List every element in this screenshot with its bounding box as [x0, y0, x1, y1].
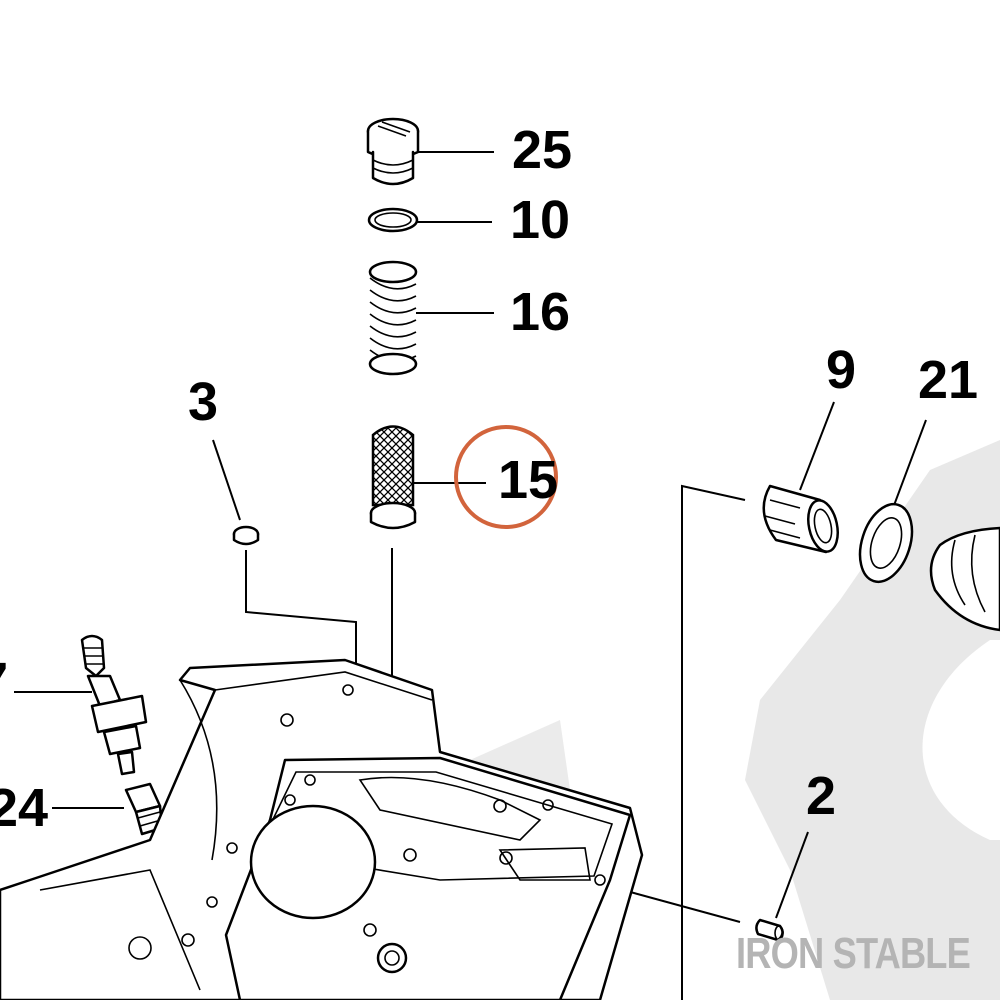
callout-21: 21 — [918, 350, 978, 410]
callout-24: 24 — [0, 778, 48, 838]
callout-2: 2 — [806, 766, 836, 826]
leader-3 — [212, 439, 241, 521]
part-21-washer — [858, 502, 914, 584]
brand-logo-text: IRON STABLE — [736, 929, 970, 978]
part-3-cap — [232, 525, 260, 546]
transmission-housing — [0, 658, 644, 1000]
callout-25: 25 — [512, 120, 572, 180]
callout-16: 16 — [510, 282, 570, 342]
callout-7: 7 — [0, 652, 8, 712]
callout-9: 9 — [826, 340, 856, 400]
part-15-screen-filter — [369, 425, 486, 530]
part-9-bearing — [762, 484, 839, 554]
highlight-ring — [454, 425, 558, 529]
callout-3: 3 — [188, 372, 218, 432]
part-10-oring — [367, 207, 492, 233]
part-shaft — [929, 526, 1000, 632]
callout-15: 15 — [498, 450, 558, 510]
part-2-dowel — [755, 918, 784, 942]
part-7-sensor — [80, 634, 148, 776]
part-16-spring — [368, 260, 494, 376]
callout-10: 10 — [510, 190, 570, 250]
part-25-plug — [366, 117, 494, 186]
